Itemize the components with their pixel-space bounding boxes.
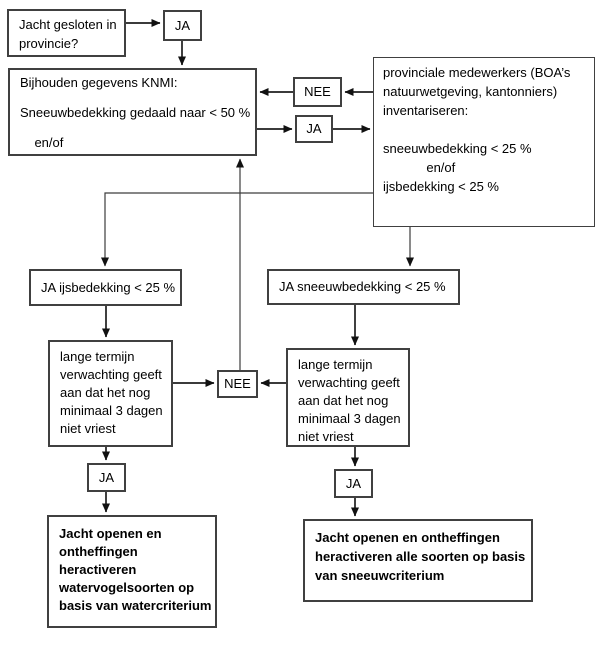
node-start: Jacht gesloten in provincie?: [7, 9, 126, 57]
node-lange-termijn-left: lange termijn verwachting geeft aan dat …: [48, 340, 173, 447]
node-ja-top: JA: [163, 10, 202, 41]
node-knmi: Bijhouden gegevens KNMI: Sneeuwbedekking…: [8, 68, 257, 156]
node-ja-bottom-left: JA: [87, 463, 126, 492]
node-ja-mid: JA: [295, 115, 333, 143]
node-lange-termijn-right: lange termijn verwachting geeft aan dat …: [286, 348, 410, 447]
node-ja-ijsbedekking: JA ijsbedekking < 25 %: [29, 269, 182, 306]
node-nee-top: NEE: [293, 77, 342, 107]
node-result-watercriterium: Jacht openen en ontheffingen heractivere…: [47, 515, 217, 628]
node-ja-sneeuwbedekking: JA sneeuwbedekking < 25 %: [267, 269, 460, 305]
node-ja-bottom-right: JA: [334, 469, 373, 498]
node-result-sneeuwcriterium: Jacht openen en ontheffingen heractivere…: [303, 519, 533, 602]
arrow-provincial-to-ja-ijs: [101, 192, 373, 267]
node-provincial: provinciale medewerkers (BOA’s natuurwet…: [373, 57, 595, 227]
node-nee-mid: NEE: [217, 370, 258, 398]
